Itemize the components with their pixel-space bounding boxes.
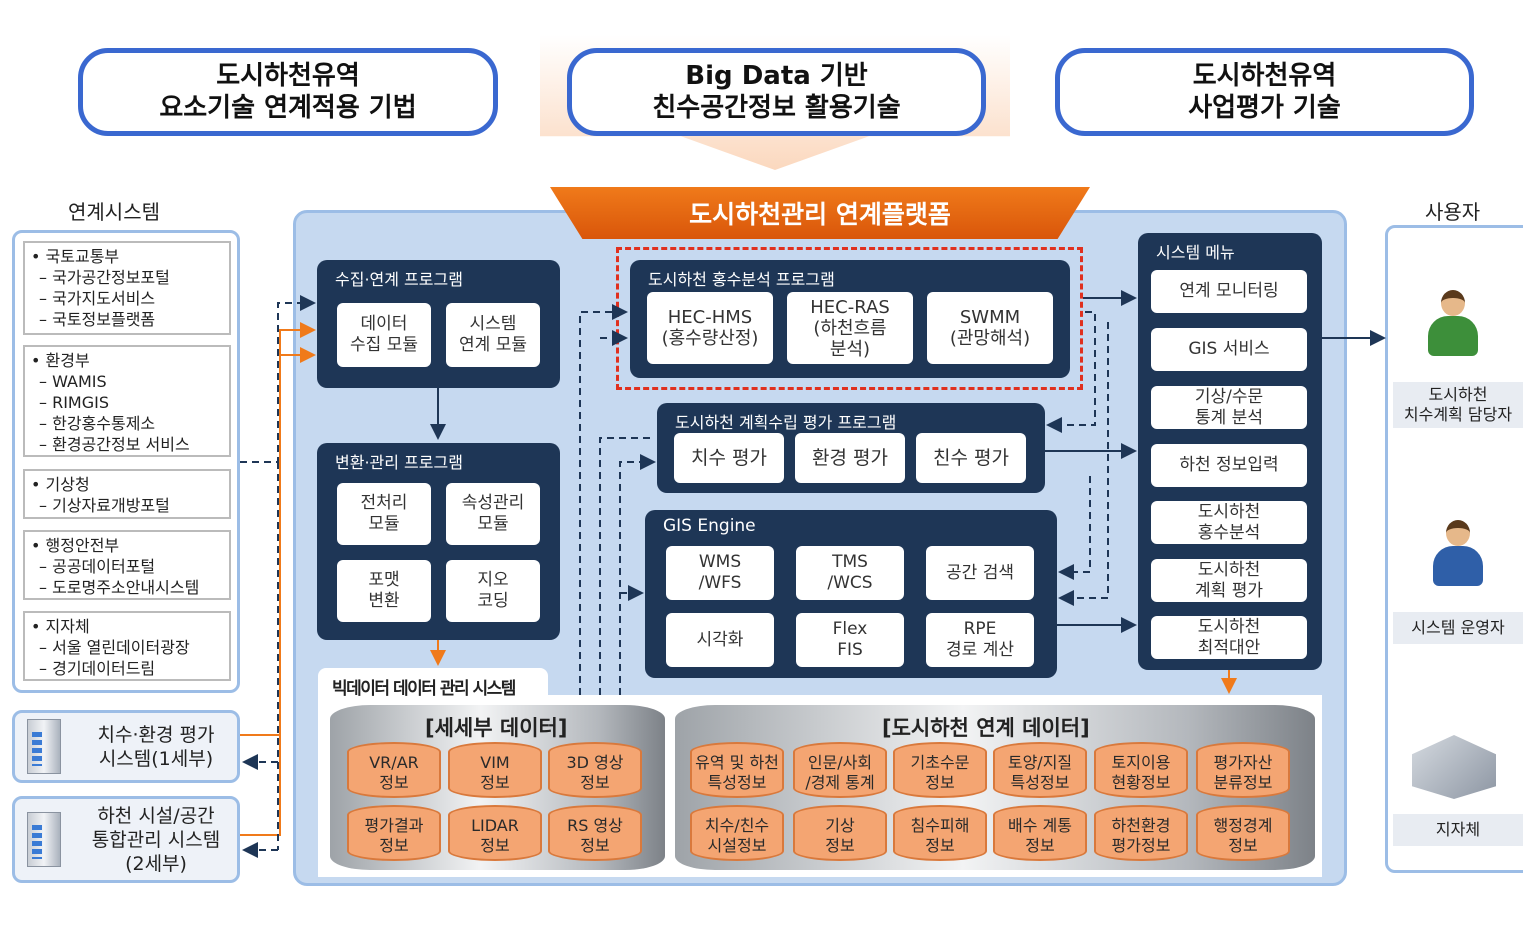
menu-optimal-alt: 도시하천 최적대안 — [1151, 616, 1307, 659]
menu-flood-analysis: 도시하천 홍수분석 — [1151, 501, 1307, 544]
menu-link-monitoring: 연계 모니터링 — [1151, 270, 1307, 313]
bigdata-title: 빅데이터 데이터 관리 시스템 — [318, 668, 548, 699]
operator-user-icon — [1433, 520, 1483, 590]
sub-data-item: VR/AR 정보 — [347, 742, 441, 798]
module-tms-wcs: TMS /WCS — [796, 546, 904, 600]
module-spatial-search: 공간 검색 — [926, 546, 1034, 600]
top-box-bigdata-tech: Big Data 기반 친수공간정보 활용기술 — [567, 48, 986, 136]
collect-program: 수집·연계 프로그램 데이터 수집 모듈 시스템 연계 모듈 — [317, 260, 560, 388]
transform-program: 변환·관리 프로그램 전처리 모듈 속성관리 모듈 포맷 변환 지오 코딩 — [317, 443, 560, 640]
link-data-item: 토양/지질 특성정보 — [993, 742, 1087, 798]
linked-systems-panel: • 국토교통부 – 국가공간정보포털 – 국가지도서비스 – 국토정보플랫폼 •… — [12, 230, 240, 693]
gis-engine: GIS Engine WMS /WFS TMS /WCS 공간 검색 시각화 F… — [645, 510, 1057, 678]
link-data-item: 배수 계통 정보 — [993, 805, 1087, 861]
module-hec-ras: HEC-RAS (하천흐름 분석) — [787, 292, 913, 364]
link-data-item: 행정경계 정보 — [1196, 805, 1290, 861]
module-amenity-eval: 친수 평가 — [916, 433, 1026, 483]
module-format: 포맷 변환 — [337, 560, 431, 622]
linked-systems-title: 연계시스템 — [68, 200, 160, 224]
source-kma: • 기상청 – 기상자료개방포털 — [23, 469, 231, 519]
module-geocoding: 지오 코딩 — [446, 560, 540, 622]
module-flood-eval: 치수 평가 — [674, 433, 784, 483]
user-operator: 시스템 운영자 — [1393, 612, 1523, 644]
link-data-item: 유역 및 하천 특성정보 — [690, 742, 784, 798]
menu-river-input: 하천 정보입력 — [1151, 444, 1307, 487]
link-data-item: 치수/친수 시설정보 — [690, 805, 784, 861]
module-visualization: 시각화 — [666, 613, 774, 667]
link-data-item: 평가자산 분류정보 — [1196, 742, 1290, 798]
users-title: 사용자 — [1425, 200, 1481, 224]
link-data-item: 인문/사회 /경제 통계 — [793, 742, 887, 798]
sub-data-item: LIDAR 정보 — [448, 805, 542, 861]
link-data-title: [도시하천 연계 데이터] — [882, 716, 1090, 740]
sub-data-item: RS 영상 정보 — [548, 805, 642, 861]
sub-data-title: [세세부 데이터] — [425, 716, 568, 740]
link-data-item: 기초수문 정보 — [893, 742, 987, 798]
platform-title: 도시하천관리 연계플랫폼 — [550, 187, 1090, 239]
server-icon — [27, 719, 61, 774]
menu-plan-eval: 도시하천 계획 평가 — [1151, 559, 1307, 602]
source-molit: • 국토교통부 – 국가공간정보포털 – 국가지도서비스 – 국토정보플랫폼 — [23, 241, 231, 335]
link-data-item: 침수피해 정보 — [893, 805, 987, 861]
module-rpe: RPE 경로 계산 — [926, 613, 1034, 667]
top-box-element-tech: 도시하천유역 요소기술 연계적용 기법 — [78, 48, 498, 136]
server-icon — [27, 812, 61, 867]
system-menu: 시스템 메뉴 연계 모니터링 GIS 서비스 기상/수문 통계 분석 하천 정보… — [1138, 233, 1322, 670]
plan-program: 도시하천 계획수립 평가 프로그램 치수 평가 환경 평가 친수 평가 — [657, 403, 1045, 493]
sub-data-item: 3D 영상 정보 — [548, 742, 642, 798]
module-attribute: 속성관리 모듈 — [446, 483, 540, 545]
flood-program: 도시하천 홍수분석 프로그램 HEC-HMS (홍수량산정) HEC-RAS (… — [630, 260, 1070, 378]
system-box-2: 하천 시설/공간 통합관리 시스템 (2세부) — [12, 796, 240, 883]
top-box-evaluation-tech: 도시하천유역 사업평가 기술 — [1055, 48, 1474, 136]
module-data-collect: 데이터 수집 모듈 — [337, 303, 431, 367]
link-data-item: 하천환경 평가정보 — [1094, 805, 1188, 861]
system-box-1: 치수·환경 평가 시스템(1세부) — [12, 710, 240, 783]
menu-gis-service: GIS 서비스 — [1151, 328, 1307, 371]
user-planner: 도시하천 치수계획 담당자 — [1393, 382, 1523, 428]
module-preprocess: 전처리 모듈 — [337, 483, 431, 545]
user-local-gov: 지자체 — [1393, 814, 1523, 846]
module-flex-fis: Flex FIS — [796, 613, 904, 667]
module-env-eval: 환경 평가 — [795, 433, 905, 483]
link-data-item: 토지이용 현황정보 — [1094, 742, 1188, 798]
sub-data-item: VIM 정보 — [448, 742, 542, 798]
source-mois: • 행정안전부 – 공공데이터포털 – 도로명주소안내시스템 — [23, 530, 231, 600]
source-me: • 환경부 – WAMIS – RIMGIS – 한강홍수통제소 – 환경공간정… — [23, 345, 231, 457]
source-local-gov: • 지자체 – 서울 열린데이터광장 – 경기데이터드림 — [23, 611, 231, 681]
module-wms-wfs: WMS /WFS — [666, 546, 774, 600]
source-org: • 국토교통부 — [31, 247, 120, 266]
planner-user-icon — [1428, 290, 1478, 360]
module-swmm: SWMM (관망해석) — [927, 292, 1053, 364]
module-hec-hms: HEC-HMS (홍수량산정) — [647, 292, 773, 364]
module-system-link: 시스템 연계 모듈 — [446, 303, 540, 367]
sub-data-item: 평가결과 정보 — [347, 805, 441, 861]
menu-weather-stats: 기상/수문 통계 분석 — [1151, 386, 1307, 429]
link-data-item: 기상 정보 — [793, 805, 887, 861]
